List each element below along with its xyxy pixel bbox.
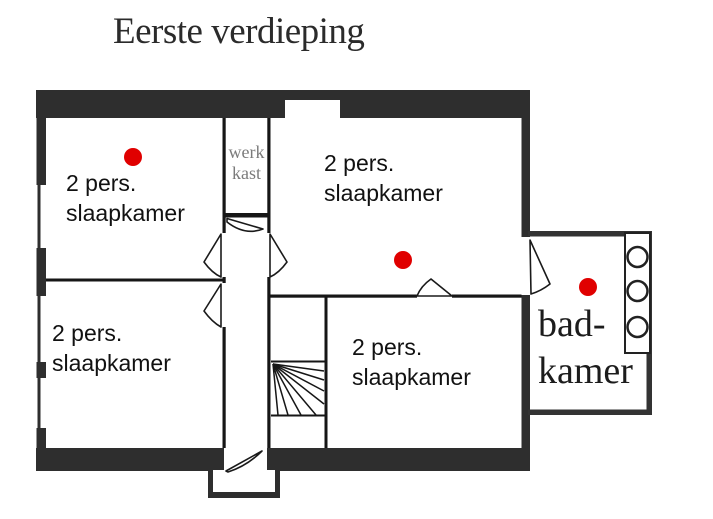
door-bedroom-top-left	[203, 233, 222, 278]
label-bedroom-bottom-right: 2 pers. slaapkamer	[352, 332, 471, 392]
label-bedroom-top-left: 2 pers. slaapkamer	[66, 168, 185, 228]
label-closet: werk kast	[224, 142, 269, 184]
door-bedroom-bottom-left	[203, 283, 222, 328]
label-line: bad-	[538, 303, 606, 345]
label-line: slaapkamer	[52, 350, 171, 376]
door-bedroom-top-right	[269, 233, 288, 278]
label-line: slaapkamer	[66, 200, 185, 226]
doors	[203, 217, 551, 473]
label-line: slaapkamer	[324, 180, 443, 206]
page-title: Eerste verdieping	[113, 11, 365, 52]
label-line: kast	[232, 163, 261, 183]
marker-dot-bathroom	[579, 278, 597, 296]
label-line: kamer	[538, 350, 633, 392]
label-line: 2 pers.	[352, 334, 423, 360]
label-line: 2 pers.	[66, 170, 137, 196]
label-line: werk	[228, 142, 265, 162]
location-markers	[124, 148, 597, 296]
interior-walls	[46, 118, 522, 448]
door-bedroom-bottom-right	[416, 278, 453, 297]
bathroom-annex	[528, 231, 652, 415]
stair-treads	[272, 363, 325, 416]
marker-dot-bedroom-top-left	[124, 148, 142, 166]
marker-dot-bedroom-top-right	[394, 251, 412, 269]
door-closet	[226, 217, 264, 233]
label-line: slaapkamer	[352, 364, 471, 390]
entry-step	[208, 470, 280, 498]
bathroom-fixtures	[624, 232, 651, 354]
staircase	[271, 360, 325, 417]
label-line: 2 pers.	[52, 320, 123, 346]
label-bathroom: bad- kamer	[538, 301, 633, 395]
label-bedroom-bottom-left: 2 pers. slaapkamer	[52, 318, 171, 378]
outer-walls	[36, 90, 530, 471]
door-bathroom	[529, 239, 551, 295]
label-line: 2 pers.	[324, 150, 395, 176]
door-hall-bottom	[225, 450, 263, 473]
label-bedroom-top-right: 2 pers. slaapkamer	[324, 148, 443, 208]
